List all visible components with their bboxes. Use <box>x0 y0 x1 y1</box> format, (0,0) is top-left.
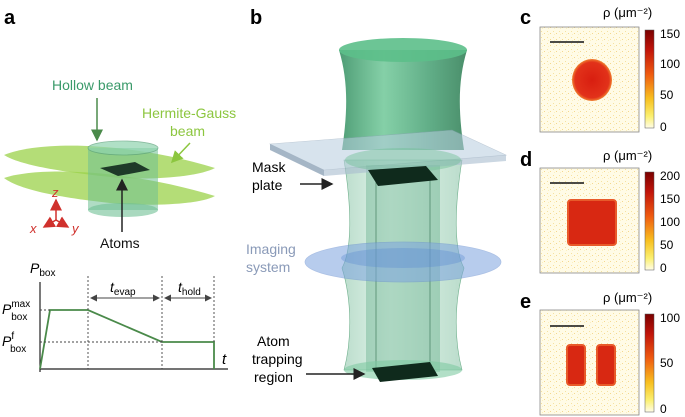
mask-label-line1: Mask <box>252 159 286 175</box>
hollow-beam-cylinder <box>87 140 159 217</box>
panel-e-tick: 100 <box>660 311 680 325</box>
panel-c-unit: ρ (μm⁻²) <box>603 5 652 20</box>
panel-d-tick: 200 <box>660 169 680 183</box>
panel-c-tick: 0 <box>660 120 667 134</box>
panel-a-letter: a <box>4 7 16 29</box>
panel-d-tick: 100 <box>660 215 680 229</box>
atoms-label: Atoms <box>100 235 140 251</box>
coordinate-axes: z x y <box>29 185 80 236</box>
panel-e-unit: ρ (μm⁻²) <box>603 290 652 305</box>
pbox-curve <box>39 309 215 370</box>
panel-d-tick: 150 <box>660 192 680 206</box>
panel-c-tick: 150 <box>660 27 680 41</box>
panel-c-image <box>539 26 640 133</box>
panel-e-tick: 0 <box>660 402 667 416</box>
axis-z-label: z <box>51 185 59 200</box>
t-axis-label: t <box>222 351 227 368</box>
panel-d-tick: 0 <box>660 261 667 275</box>
axis-y-label: y <box>71 221 80 236</box>
atoms-region <box>100 162 150 176</box>
panel-b-letter: b <box>250 7 262 29</box>
atom-trap-label-line3: region <box>254 369 293 385</box>
panel-c-tick: 100 <box>660 57 680 71</box>
optical-column <box>268 38 508 382</box>
panel-d-letter: d <box>520 149 532 171</box>
atom-trap-label-line1: Atom <box>257 333 290 349</box>
panel-c-letter: c <box>520 7 531 29</box>
panel-d-unit: ρ (μm⁻²) <box>603 148 652 163</box>
imaging-label-line1: Imaging <box>246 241 296 257</box>
panel-d-image <box>539 167 640 274</box>
panel-e-colorbar <box>644 313 655 413</box>
panel-c-colorbar <box>644 29 655 129</box>
t-evap-label: tevap <box>110 279 136 298</box>
panel-c-tick: 50 <box>660 88 674 102</box>
axis-x-label: x <box>29 221 37 236</box>
mask-label-line2: plate <box>252 177 283 193</box>
panel-d-tick: 50 <box>660 238 674 252</box>
panel-e-tick: 50 <box>660 356 674 370</box>
pbox-axis-label: Pbox <box>30 260 55 279</box>
hollow-beam-label: Hollow beam <box>52 77 133 93</box>
hermite-label-line2: beam <box>170 123 205 139</box>
atom-trap-label-line2: trapping <box>252 351 303 367</box>
panel-d-colorbar <box>644 171 655 271</box>
t-hold-label: thold <box>178 279 201 298</box>
hermite-label-line1: Hermite-Gauss <box>142 105 236 121</box>
panel-e-image <box>539 309 640 416</box>
imaging-label-line2: system <box>246 259 290 275</box>
hermite-arrow <box>170 142 191 164</box>
panel-e-letter: e <box>520 291 531 313</box>
